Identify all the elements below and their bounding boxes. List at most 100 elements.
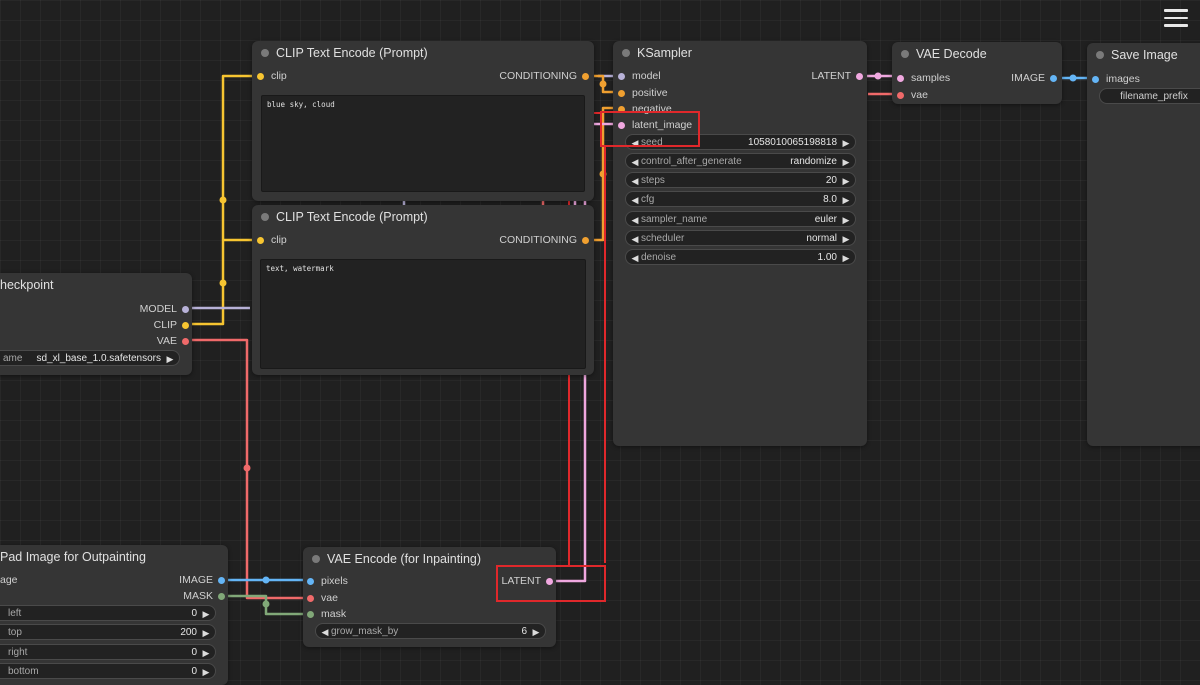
- input-latent-image[interactable]: latent_image: [618, 117, 692, 133]
- ckpt-name-combo[interactable]: ame sd_xl_base_1.0.safetensors ▶: [0, 350, 180, 366]
- node-title[interactable]: heckpoint: [0, 273, 192, 297]
- node-save-image[interactable]: Save Image images filename_prefix: [1087, 43, 1200, 446]
- node-title[interactable]: Pad Image for Outpainting: [0, 545, 228, 569]
- input-images[interactable]: images: [1092, 71, 1140, 87]
- input-negative[interactable]: negative: [618, 101, 672, 117]
- right-arrow-icon[interactable]: ▶: [202, 648, 210, 658]
- node-vae-decode[interactable]: VAE Decode samples vae IMAGE: [892, 42, 1062, 104]
- input-image[interactable]: age: [0, 572, 18, 588]
- model-socket-icon[interactable]: [182, 306, 189, 313]
- node-pad-image-for-outpainting[interactable]: Pad Image for Outpainting age IMAGE MASK…: [0, 545, 228, 685]
- hamburger-menu-icon[interactable]: [1164, 9, 1188, 29]
- clip-socket-icon[interactable]: [257, 73, 264, 80]
- right-arrow-icon[interactable]: ▶: [202, 667, 210, 677]
- output-conditioning[interactable]: CONDITIONING: [499, 68, 589, 84]
- left-arrow-icon[interactable]: ◀: [631, 215, 639, 225]
- output-vae[interactable]: VAE: [157, 333, 189, 349]
- vae-socket-icon[interactable]: [307, 595, 314, 602]
- input-clip[interactable]: clip: [257, 68, 287, 84]
- latent-socket-icon[interactable]: [897, 75, 904, 82]
- node-title[interactable]: CLIP Text Encode (Prompt): [252, 41, 594, 65]
- latent-socket-icon[interactable]: [546, 578, 553, 585]
- node-clip-text-encode-positive[interactable]: CLIP Text Encode (Prompt) clip CONDITION…: [252, 41, 594, 201]
- image-socket-icon[interactable]: [1050, 75, 1057, 82]
- image-socket-icon[interactable]: [218, 577, 225, 584]
- input-vae[interactable]: vae: [897, 87, 928, 103]
- node-load-checkpoint[interactable]: heckpoint MODEL CLIP VAE ame sd_xl_base_…: [0, 273, 192, 375]
- collapse-dot-icon[interactable]: [1096, 51, 1104, 59]
- left-arrow-icon[interactable]: ◀: [631, 176, 639, 186]
- node-clip-text-encode-negative[interactable]: CLIP Text Encode (Prompt) clip CONDITION…: [252, 205, 594, 375]
- vae-socket-icon[interactable]: [897, 92, 904, 99]
- output-latent[interactable]: LATENT: [502, 573, 553, 589]
- left-arrow-icon[interactable]: ◀: [631, 234, 639, 244]
- input-mask[interactable]: mask: [307, 606, 346, 622]
- latent-socket-icon[interactable]: [618, 122, 625, 129]
- latent-socket-icon[interactable]: [856, 73, 863, 80]
- right-arrow-icon[interactable]: ▶: [842, 234, 850, 244]
- mask-socket-icon[interactable]: [218, 593, 225, 600]
- input-clip[interactable]: clip: [257, 232, 287, 248]
- conditioning-socket-icon[interactable]: [618, 106, 625, 113]
- input-model[interactable]: model: [618, 68, 661, 84]
- output-latent[interactable]: LATENT: [812, 68, 863, 84]
- node-title[interactable]: Save Image: [1087, 43, 1200, 67]
- filename-prefix-input[interactable]: filename_prefix: [1099, 88, 1200, 104]
- node-vae-encode-for-inpainting[interactable]: VAE Encode (for Inpainting) pixels vae m…: [303, 547, 556, 647]
- node-title[interactable]: CLIP Text Encode (Prompt): [252, 205, 594, 229]
- output-image[interactable]: IMAGE: [1011, 70, 1057, 86]
- input-samples[interactable]: samples: [897, 70, 950, 86]
- right-arrow-icon[interactable]: ▶: [842, 195, 850, 205]
- right-arrow-icon[interactable]: ▶: [166, 354, 174, 364]
- collapse-dot-icon[interactable]: [261, 49, 269, 57]
- vae-socket-icon[interactable]: [182, 338, 189, 345]
- right-arrow-icon[interactable]: ▶: [842, 138, 850, 148]
- right-arrow-icon[interactable]: ▶: [842, 253, 850, 263]
- right-arrow-icon[interactable]: ▶: [532, 627, 540, 637]
- collapse-dot-icon[interactable]: [901, 50, 909, 58]
- prompt-textarea[interactable]: blue sky, cloud: [261, 95, 585, 192]
- right-arrow-icon[interactable]: ▶: [202, 609, 210, 619]
- clip-socket-icon[interactable]: [182, 322, 189, 329]
- input-positive[interactable]: positive: [618, 85, 668, 101]
- output-mask[interactable]: MASK: [183, 588, 225, 604]
- right-arrow-icon[interactable]: ▶: [842, 157, 850, 167]
- input-pixels[interactable]: pixels: [307, 573, 348, 589]
- left-arrow-icon[interactable]: ◀: [631, 157, 639, 167]
- model-socket-icon[interactable]: [618, 73, 625, 80]
- conditioning-socket-icon[interactable]: [582, 73, 589, 80]
- left-arrow-icon[interactable]: ◀: [631, 253, 639, 263]
- output-image[interactable]: IMAGE: [179, 572, 225, 588]
- collapse-dot-icon[interactable]: [312, 555, 320, 563]
- input-vae[interactable]: vae: [307, 590, 338, 606]
- image-socket-icon[interactable]: [307, 578, 314, 585]
- output-conditioning[interactable]: CONDITIONING: [499, 232, 589, 248]
- collapse-dot-icon[interactable]: [261, 213, 269, 221]
- right-arrow-icon[interactable]: ▶: [842, 176, 850, 186]
- node-title[interactable]: VAE Decode: [892, 42, 1062, 66]
- right-arrow-icon[interactable]: ▶: [842, 215, 850, 225]
- node-ksampler[interactable]: KSampler model positive negative latent_…: [613, 41, 867, 446]
- prompt-textarea[interactable]: text, watermark: [260, 259, 586, 369]
- conditioning-socket-icon[interactable]: [618, 90, 625, 97]
- mask-socket-icon[interactable]: [307, 611, 314, 618]
- clip-socket-icon[interactable]: [257, 237, 264, 244]
- output-clip[interactable]: CLIP: [154, 317, 189, 333]
- image-socket-icon[interactable]: [1092, 76, 1099, 83]
- output-model[interactable]: MODEL: [140, 301, 189, 317]
- left-arrow-icon[interactable]: ◀: [321, 627, 329, 637]
- node-title[interactable]: VAE Encode (for Inpainting): [303, 547, 556, 571]
- left-arrow-icon[interactable]: ◀: [631, 195, 639, 205]
- node-title[interactable]: KSampler: [613, 41, 867, 65]
